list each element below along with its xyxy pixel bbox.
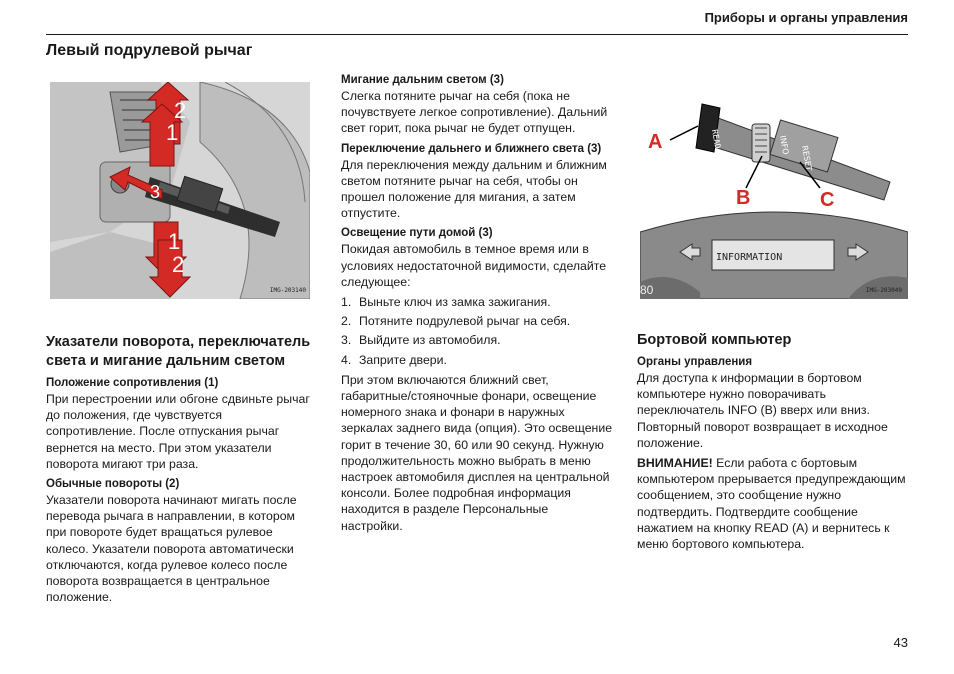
label-b: B <box>736 187 750 209</box>
label-c: C <box>820 189 834 211</box>
home-lighting-steps: 1.Выньте ключ из замка зажигания. 2.Потя… <box>341 294 613 368</box>
fig1-label-1-top: 1 <box>166 120 178 145</box>
middle-column: Мигание дальним светом (3) Слегка потяни… <box>341 72 613 538</box>
computer-controls-figure: READ INFO RESET A B C INFORMATION 80 IMG… <box>640 82 908 299</box>
computer-controls-illustration: READ INFO RESET A B C INFORMATION 80 <box>640 82 908 299</box>
turn-signals-heading: Указатели поворота, переключатель света … <box>46 334 311 369</box>
display-text: INFORMATION <box>716 252 782 263</box>
gauge-number: 80 <box>640 283 654 297</box>
normal-turns-title: Обычные повороты (2) <box>46 478 180 491</box>
reset-label: RESET <box>800 145 813 172</box>
home-lighting-title: Освещение пути домой (3) <box>341 227 493 240</box>
home-lighting-text: Покидая автомобиль в темное время или в … <box>341 242 607 289</box>
section-title: Левый подрулевой рычаг <box>46 42 253 59</box>
list-item: 4.Заприте двери. <box>341 352 447 367</box>
stalk-figure: 2 1 3 1 2 IMG-203140 <box>50 82 310 299</box>
warning-paragraph: ВНИМАНИЕ! Если работа с бортовым компьют… <box>637 455 909 552</box>
stalk-illustration: 2 1 3 1 2 <box>50 82 310 299</box>
list-item: 1.Выньте ключ из замка зажигания. <box>341 295 551 310</box>
high-beam-flash-text: Слегка потяните рычаг на себя (пока не п… <box>341 89 608 136</box>
list-item: 2.Потяните подрулевой рычаг на себя. <box>341 314 571 329</box>
info-label: INFO <box>778 135 790 156</box>
controls-text: Для доступа к информации в бортовом комп… <box>637 371 888 450</box>
page-header-title: Приборы и органы управления <box>704 10 908 25</box>
home-lighting-after-text: При этом включаются ближний свет, габари… <box>341 372 613 533</box>
controls-title: Органы управления <box>637 356 753 368</box>
normal-turns-text: Указатели поворота начинают мигать после… <box>46 493 297 605</box>
warning-label: ВНИМАНИЕ! <box>637 456 713 471</box>
fig1-label-1-bottom: 1 <box>168 229 180 254</box>
fig1-label-2-bottom: 2 <box>172 252 184 277</box>
beam-switch-title: Переключение дальнего и ближнего света (… <box>341 142 602 155</box>
read-label: READ <box>710 129 722 150</box>
left-arrow-icon <box>679 243 701 261</box>
onboard-computer-heading: Бортовой компьютер <box>637 332 792 348</box>
label-a: A <box>648 131 662 153</box>
high-beam-flash-title: Мигание дальним светом (3) <box>341 74 504 86</box>
left-column: Указатели поворота, переключатель света … <box>46 333 314 609</box>
right-column: Бортовой компьютер Органы управления Для… <box>637 331 909 556</box>
page-number: 43 <box>893 635 908 650</box>
warning-text: Если работа с бортовым компьютером преры… <box>637 456 906 552</box>
fig1-label-3: 3 <box>150 182 160 202</box>
beam-switch-text: Для переключения между дальним и ближним… <box>341 157 607 221</box>
list-item: 3.Выйдите из автомобиля. <box>341 333 501 348</box>
fig2-code: IMG-203049 <box>865 287 902 294</box>
fig1-label-2-top: 2 <box>174 98 186 123</box>
resistance-position-text: При перестроении или обгоне сдвиньте рыч… <box>46 392 310 471</box>
header-rule <box>46 34 908 35</box>
right-arrow-icon <box>847 243 869 261</box>
fig1-code: IMG-203140 <box>269 287 306 294</box>
resistance-position-title: Положение сопротивления (1) <box>46 377 219 389</box>
